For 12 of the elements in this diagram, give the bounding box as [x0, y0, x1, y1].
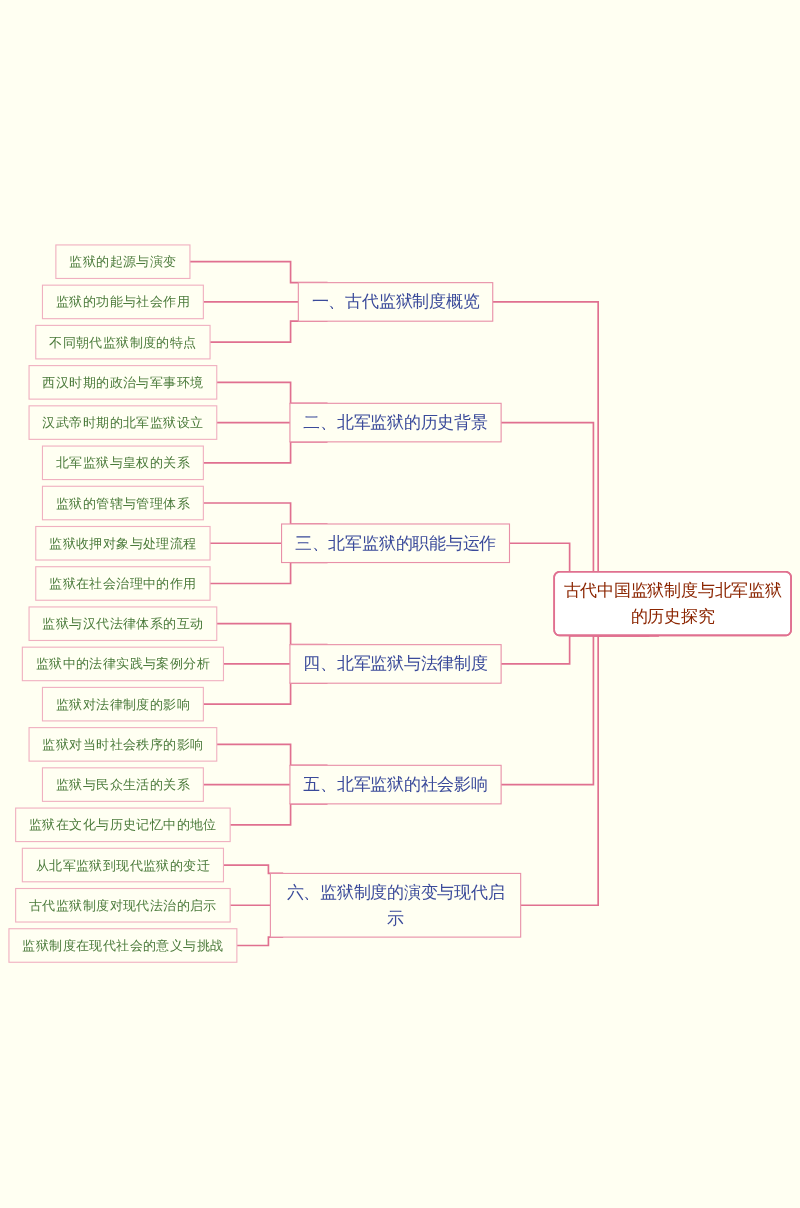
- connector: [229, 904, 272, 907]
- node-box: 四、北军监狱与法律制度: [289, 644, 502, 685]
- node-box: 五、北军监狱的社会影响: [289, 765, 502, 805]
- node-box: 六、监狱制度的演变与现代启示: [269, 873, 522, 939]
- node-box: 一、古代监狱制度概览: [297, 282, 494, 323]
- connector: [222, 663, 291, 666]
- connector: [209, 542, 283, 545]
- connector: [215, 422, 291, 424]
- connector: [202, 784, 291, 786]
- connector: [202, 301, 300, 304]
- node-box: 三、北军监狱的职能与运作: [281, 523, 511, 564]
- node-box: 二、北军监狱的历史背景: [289, 403, 502, 443]
